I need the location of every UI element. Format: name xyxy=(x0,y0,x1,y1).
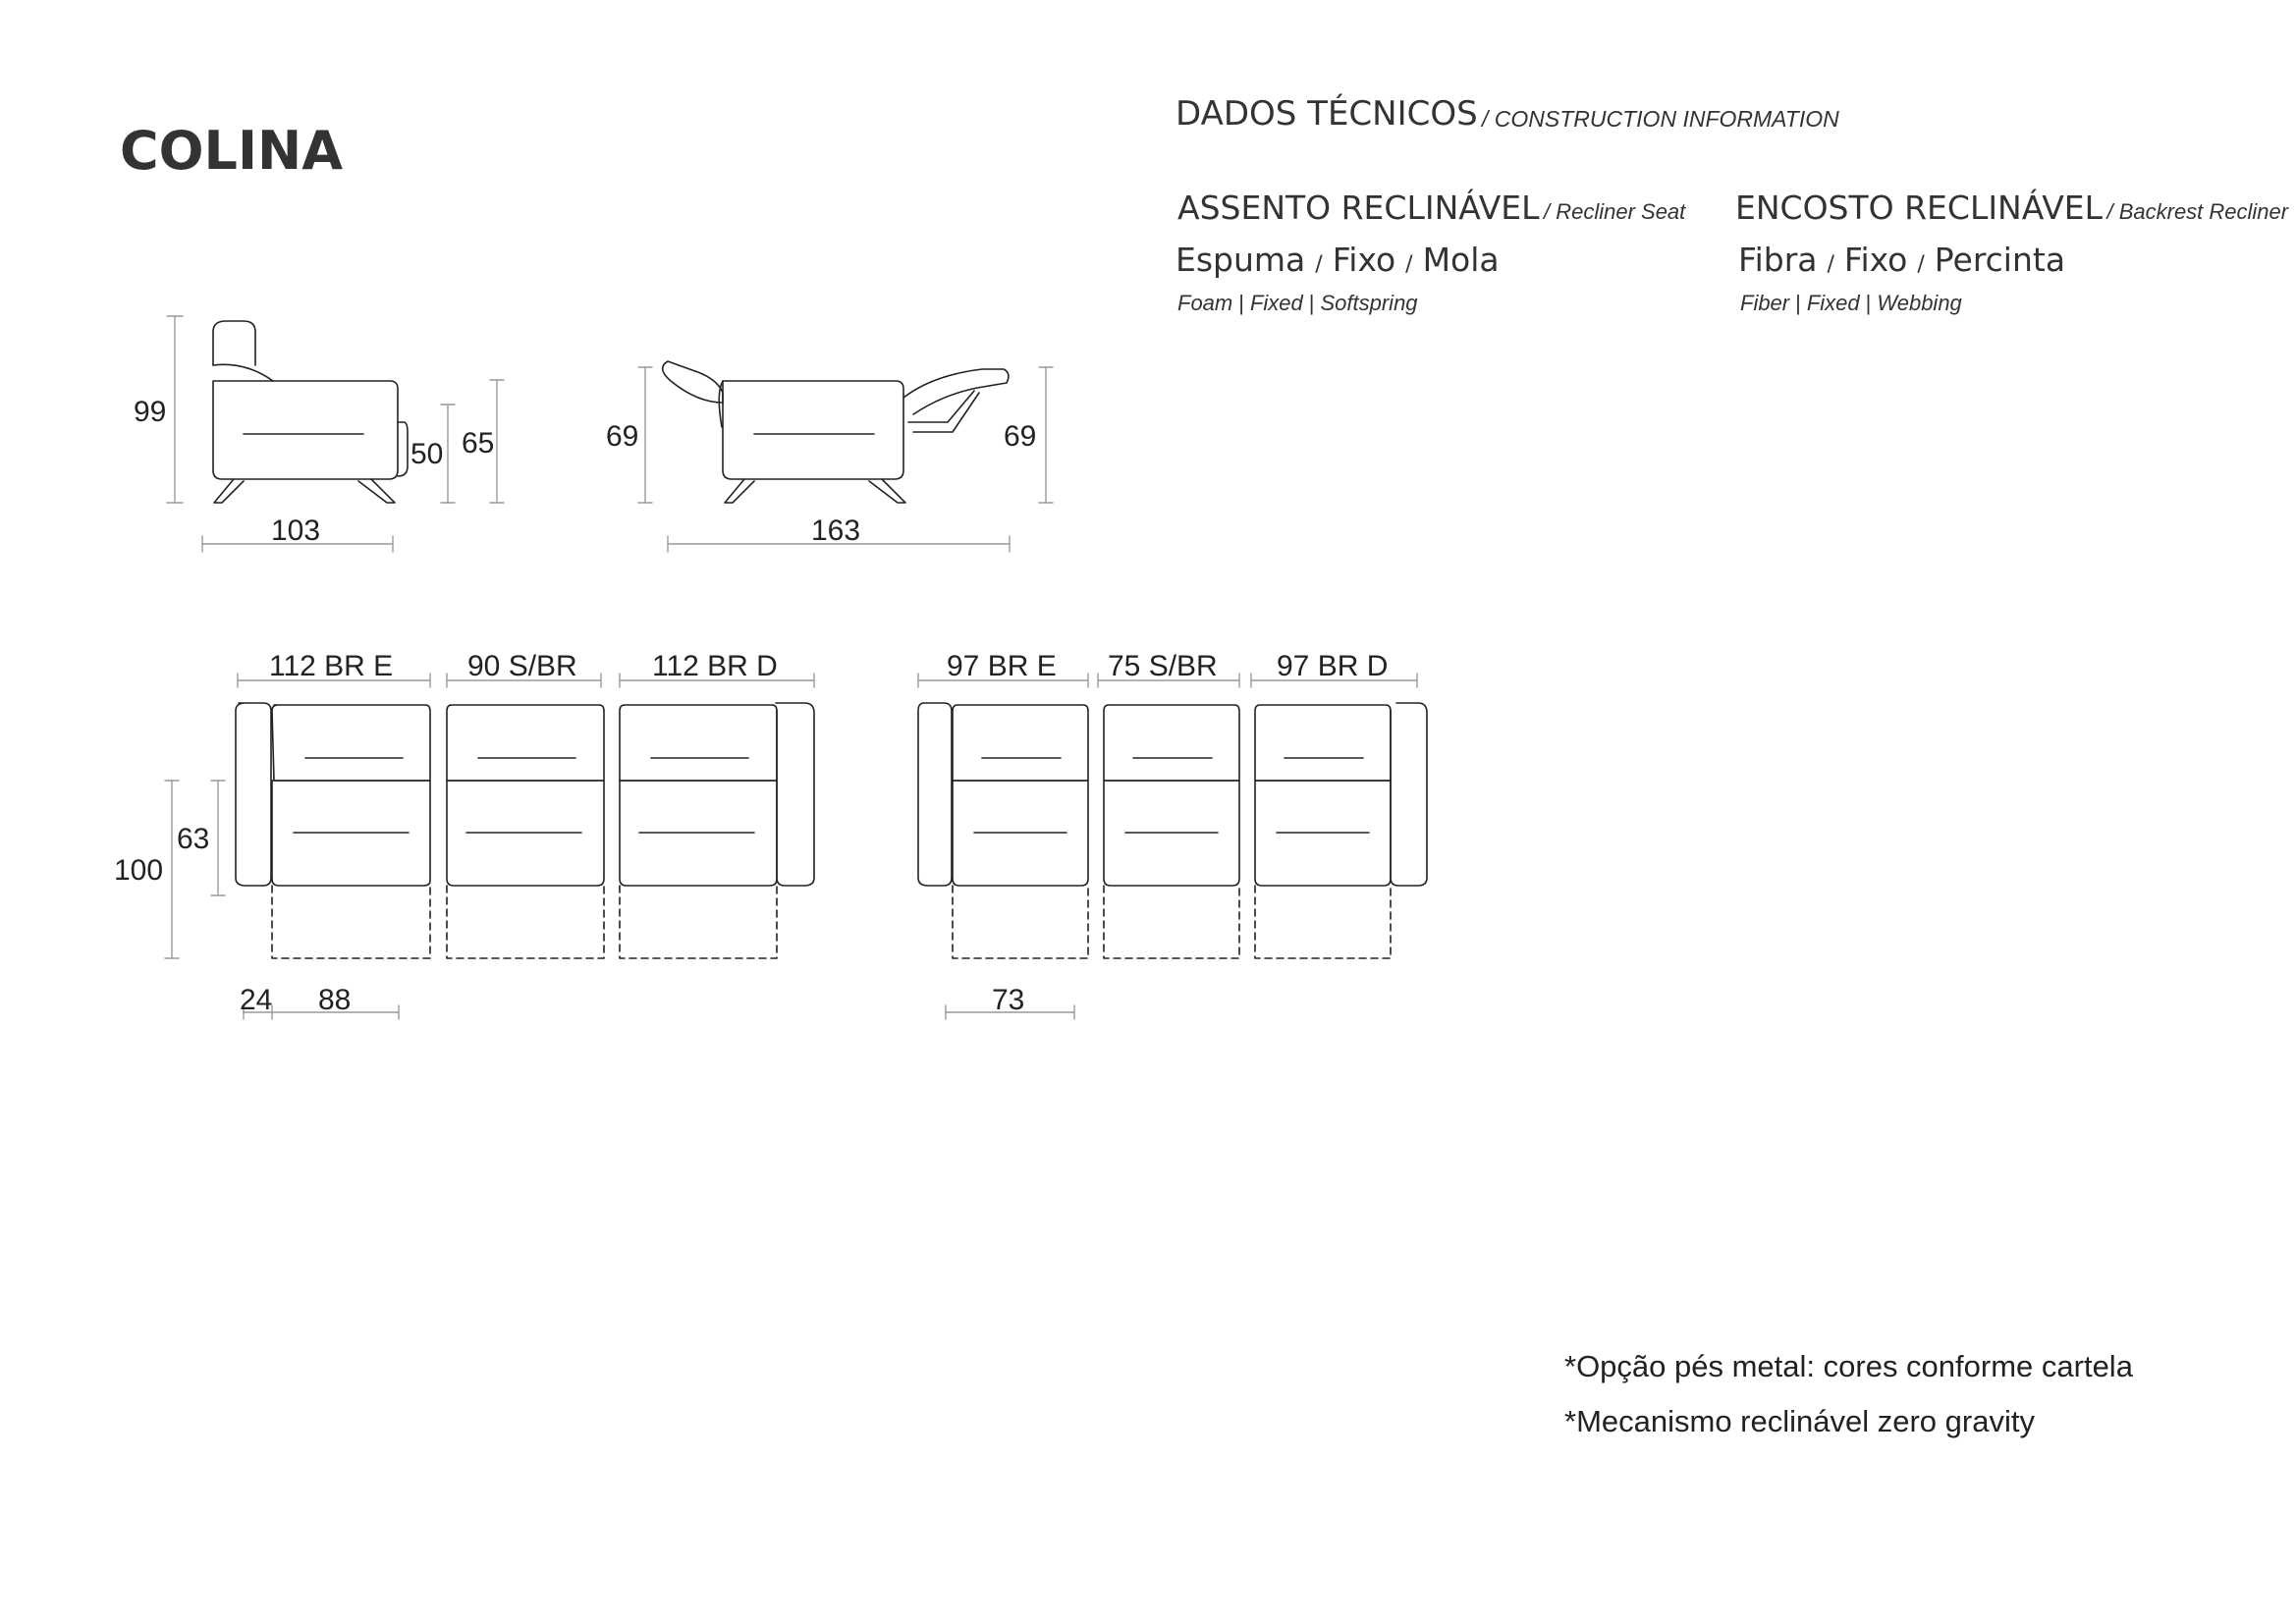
technical-data-title: DADOS TÉCNICOS xyxy=(1175,94,1478,134)
sofa-large-depth-seat-label: 63 xyxy=(177,823,209,855)
backrest-material: Fixo xyxy=(1843,241,1908,279)
seat-heading-en: / Recliner Seat xyxy=(1543,199,1686,224)
seat-materials: Espuma/Fixo/Mola xyxy=(1175,241,1500,279)
seat-material: Espuma xyxy=(1175,241,1306,279)
sofa-large-module-label: 112 BR D xyxy=(652,650,778,682)
backrest-heading-row: ENCOSTO RECLINÁVEL / Backrest Recliner xyxy=(1735,189,2288,227)
seat-material-en: Softspring xyxy=(1320,291,1418,315)
side-height-arm-label: 50 xyxy=(410,438,443,470)
reclined-height-left-label: 69 xyxy=(606,420,638,453)
backrest-heading-en: / Backrest Recliner xyxy=(2106,199,2289,224)
backrest-material-en: Fiber xyxy=(1740,291,1790,315)
reclined-depth-label: 163 xyxy=(811,514,860,547)
sofa-large-seat-width-label: 88 xyxy=(318,984,351,1016)
seat-material: Fixo xyxy=(1332,241,1396,279)
backrest-material: Fibra xyxy=(1738,241,1818,279)
seat-material-en: Fixed xyxy=(1249,291,1303,315)
note-zero-gravity: *Mecanismo reclinável zero gravity xyxy=(1564,1404,2035,1438)
sofa-large-module-label: 112 BR E xyxy=(269,650,393,682)
note-metal-feet: *Opção pés metal: cores conforme cartela xyxy=(1564,1349,2133,1383)
seat-material: Mola xyxy=(1422,241,1500,279)
sofa-large-arm-width-label: 24 xyxy=(240,984,272,1016)
backrest-heading: ENCOSTO RECLINÁVEL xyxy=(1735,189,2104,227)
sofa-small-module-label: 75 S/BR xyxy=(1108,650,1218,682)
technical-data-subtitle: / CONSTRUCTION INFORMATION xyxy=(1482,106,1839,132)
sofa-large-top-view xyxy=(235,702,815,959)
backrest-material-en: Fixed xyxy=(1806,291,1860,315)
side-depth-label: 103 xyxy=(271,514,320,547)
side-height-back-label: 65 xyxy=(462,427,494,460)
seat-heading-row: ASSENTO RECLINÁVEL / Recliner Seat xyxy=(1177,189,1685,227)
seat-materials-en: Foam|Fixed|Softspring xyxy=(1177,291,1418,315)
seat-heading: ASSENTO RECLINÁVEL xyxy=(1177,189,1540,227)
product-title: COLINA xyxy=(120,120,344,182)
sofa-small-seat-width-label: 73 xyxy=(992,984,1024,1016)
reclined-height-right-label: 69 xyxy=(1004,420,1036,453)
sofa-small-top-view xyxy=(917,702,1428,959)
backrest-materials: Fibra/Fixo/Percinta xyxy=(1738,241,2066,279)
backrest-material: Percinta xyxy=(1934,241,2066,279)
backrest-materials-en: Fiber|Fixed|Webbing xyxy=(1740,291,1962,315)
sofa-small-module-label: 97 BR D xyxy=(1277,650,1388,682)
reclined-view-chair xyxy=(661,360,1010,504)
sofa-large-module-label: 90 S/BR xyxy=(467,650,577,682)
side-view-chair xyxy=(212,320,409,504)
seat-material-en: Foam xyxy=(1177,291,1233,315)
backrest-material-en: Webbing xyxy=(1877,291,1962,315)
sofa-large-depth-total-label: 100 xyxy=(114,854,163,887)
sofa-small-module-label: 97 BR E xyxy=(947,650,1057,682)
side-height-total-label: 99 xyxy=(134,396,166,428)
